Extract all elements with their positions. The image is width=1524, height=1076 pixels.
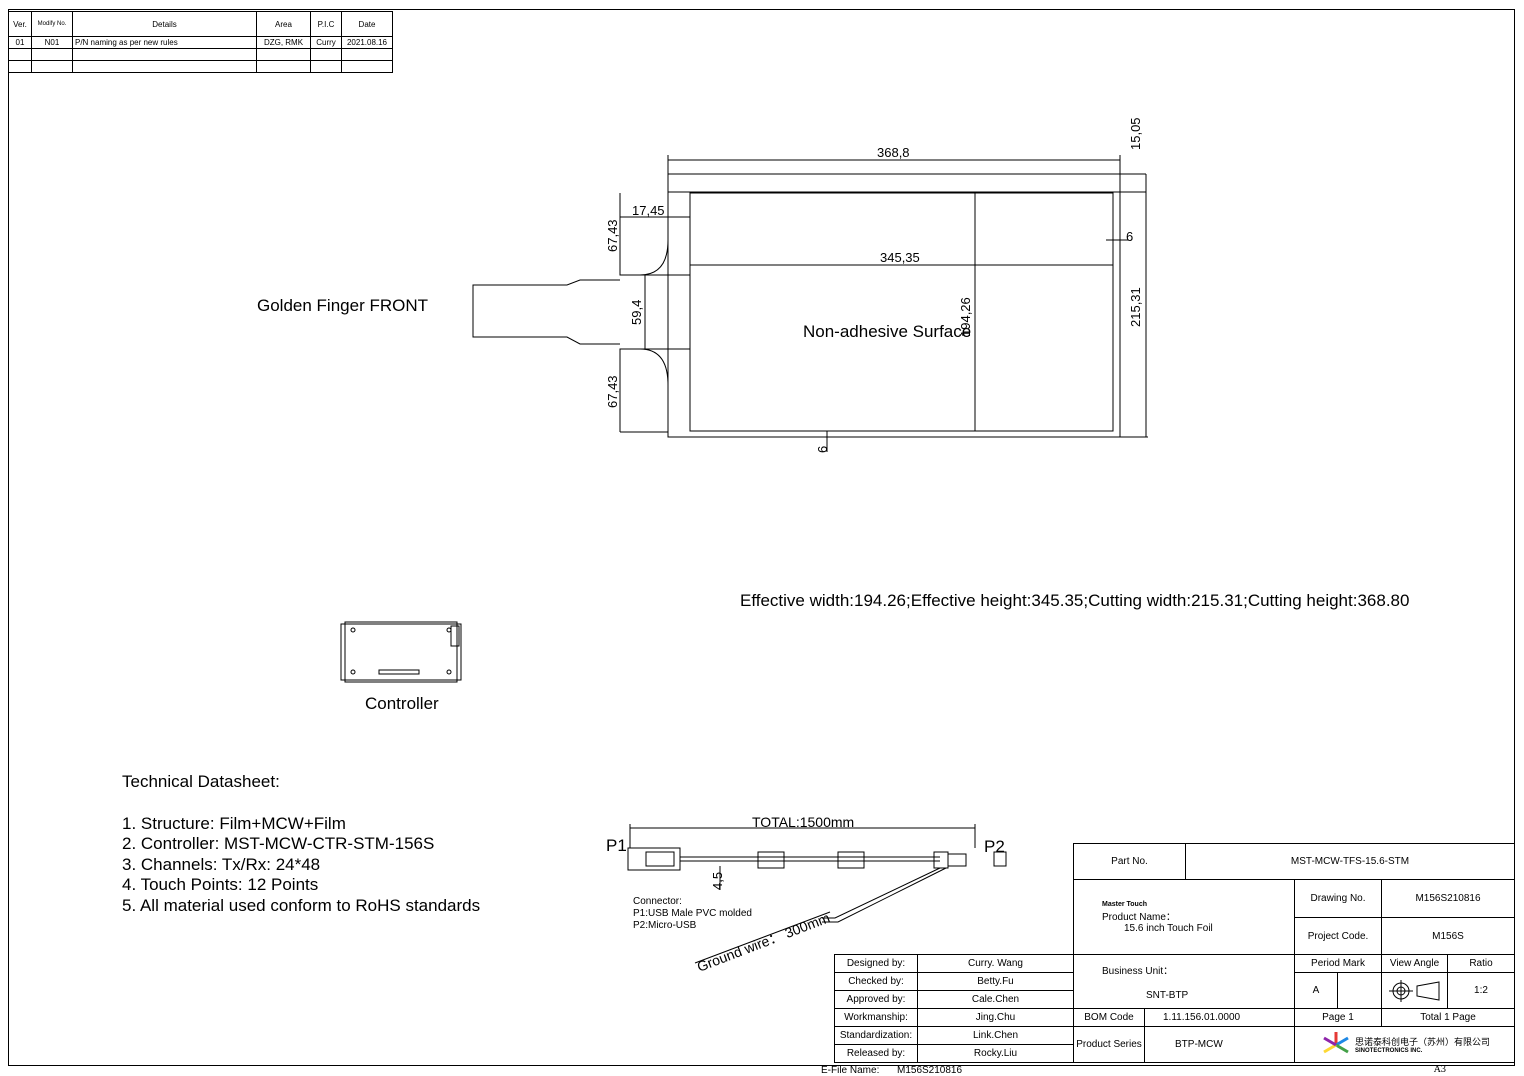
signoff-name: Curry. Wang	[917, 954, 1074, 973]
datasheet-item: 4. Touch Points: 12 Points	[122, 875, 319, 894]
projection-symbol	[1381, 972, 1448, 1009]
golden-finger-shape	[472, 279, 620, 345]
summary-text: Effective width:194.26;Effective height:…	[740, 591, 1410, 610]
company-block: 思诺泰科创电子（苏州）有限公司 SINOTECTRONICS INC.	[1294, 1026, 1515, 1063]
drawing-no-label: Drawing No.	[1294, 879, 1382, 918]
rev-header-date: Date	[341, 11, 393, 37]
datasheet-item: 1. Structure: Film+MCW+Film	[122, 814, 346, 833]
signoff-name: Jing.Chu	[917, 1008, 1074, 1027]
period-mark-blank	[1337, 972, 1382, 1009]
product-name-block: Master Touch Product Name： 15.6 inch Tou…	[1073, 879, 1295, 955]
effective-area	[689, 192, 1114, 432]
signoff-name: Rocky.Liu	[917, 1044, 1074, 1063]
company-cn-name: 思诺泰科创电子（苏州）有限公司	[1355, 1038, 1491, 1048]
sheet-size: A3	[1434, 1065, 1447, 1075]
signoff-name: Cale.Chen	[917, 990, 1074, 1009]
connector-title: Connector:	[633, 896, 682, 907]
sinotectronics-logo-icon	[1323, 1031, 1349, 1053]
datasheet-item: 5. All material used conform to RoHS sta…	[122, 896, 481, 915]
revision-row	[8, 60, 393, 73]
rev-cell	[341, 60, 393, 73]
period-mark-value: A	[1294, 972, 1338, 1009]
cut-outline	[667, 191, 1121, 438]
project-code-value: M156S	[1381, 917, 1515, 955]
signoff-name: Link.Chen	[917, 1026, 1074, 1045]
drawing-frame	[8, 9, 1515, 1066]
dim-cut-height: 368,8	[877, 145, 910, 160]
signoff-role: Released by:	[834, 1044, 918, 1063]
period-mark-label: Period Mark	[1294, 954, 1382, 973]
datasheet-item: 2. Controller: MST-MCW-CTR-STM-156S	[122, 834, 435, 853]
total-pages: Total 1 Page	[1381, 1008, 1515, 1027]
cable-dim: 4,5	[710, 871, 725, 890]
connector-p1: P1:USB Male PVC molded	[633, 908, 752, 919]
signoff-role: Standardization:	[834, 1026, 918, 1045]
efile-label: E-File Name:	[821, 1065, 880, 1076]
master-touch-logo: Master Touch	[1102, 900, 1147, 908]
ratio-label: Ratio	[1447, 954, 1515, 973]
rev-header-modify: Modify No.	[31, 11, 73, 37]
drawing-no-value: M156S210816	[1381, 879, 1515, 918]
product-series-value: BTP-MCW	[1144, 1026, 1295, 1063]
datasheet-item: 3. Channels: Tx/Rx: 24*48	[122, 855, 321, 874]
signoff-role: Approved by:	[834, 990, 918, 1009]
bom-code-value: 1.11.156.01.0000	[1144, 1008, 1295, 1027]
business-unit-value: SNT-BTP	[1146, 990, 1189, 1002]
revision-table: Ver. Modify No. Details Area P.I.C Date …	[8, 11, 393, 73]
part-no-label: Part No.	[1073, 843, 1186, 880]
revision-header-row: Ver. Modify No. Details Area P.I.C Date	[8, 11, 393, 37]
dim-eff-height: 345,35	[880, 250, 920, 265]
connector-p2: P2:Micro-USB	[633, 920, 697, 931]
dim-fpc-offset: 17,45	[632, 203, 665, 218]
golden-finger-label: Golden Finger FRONT	[257, 296, 428, 315]
signoff-name: Betty.Fu	[917, 972, 1074, 991]
controller-label: Controller	[365, 694, 439, 713]
datasheet-title: Technical Datasheet:	[122, 772, 280, 791]
signoff-role: Designed by:	[834, 954, 918, 973]
company-names: 思诺泰科创电子（苏州）有限公司 SINOTECTRONICS INC.	[1355, 1035, 1490, 1054]
product-name-value: 15.6 inch Touch Foil	[1124, 922, 1213, 934]
view-angle-label: View Angle	[1381, 954, 1448, 973]
product-series-label: Product Series	[1073, 1026, 1145, 1063]
signoff-role: Checked by:	[834, 972, 918, 991]
title-block: Part No. MST-MCW-TFS-15.6-STM Master Tou…	[834, 843, 1515, 1066]
surface-label: Non-adhesive Surface	[803, 322, 972, 341]
signoff-role: Workmanship:	[834, 1008, 918, 1027]
business-unit-label: Business Unit：	[1102, 965, 1174, 977]
first-angle-projection-icon	[1388, 979, 1439, 1002]
p2-label: P2	[984, 837, 1005, 856]
rev-header-pic: P.I.C	[310, 11, 342, 37]
part-no-value: MST-MCW-TFS-15.6-STM	[1185, 843, 1515, 880]
cable-total-length: TOTAL:1500mm	[752, 814, 855, 830]
business-unit-block: Business Unit： SNT-BTP	[1073, 954, 1295, 1009]
p1-label: P1	[606, 836, 627, 855]
product-name-label: Product Name：	[1102, 911, 1176, 923]
dim-side-margin: 6	[1126, 229, 1134, 244]
project-code-label: Project Code.	[1294, 917, 1382, 955]
bom-code-label: BOM Code	[1073, 1008, 1145, 1027]
company-en-name: SINOTECTRONICS INC.	[1355, 1048, 1423, 1054]
efile-value: M156S210816	[897, 1065, 963, 1076]
controller-board-image	[340, 621, 462, 683]
ratio-value: 1:2	[1447, 972, 1515, 1009]
page-number: Page 1	[1294, 1008, 1382, 1027]
